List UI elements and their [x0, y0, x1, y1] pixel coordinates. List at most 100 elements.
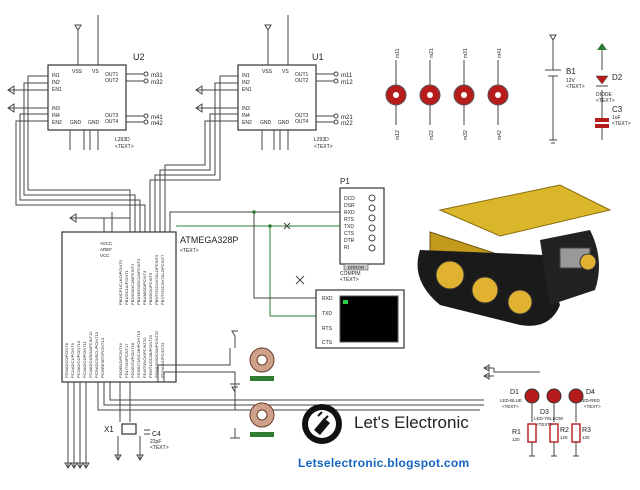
svg-text:PB3/MOSI/OC2A/PCINT3: PB3/MOSI/OC2A/PCINT3: [136, 258, 141, 305]
lower-motor-1: [230, 330, 275, 385]
svg-text:EN2: EN2: [242, 120, 252, 126]
svg-text:VCC: VCC: [100, 253, 110, 258]
u2-text: <TEXT>: [115, 144, 134, 150]
d2-text: <TEXT>: [596, 98, 615, 104]
u1-part: L293D: [314, 137, 329, 143]
svg-text:GND: GND: [278, 120, 290, 126]
svg-text:PB6/TOSC1/XTAL1/PCINT6: PB6/TOSC1/XTAL1/PCINT6: [154, 254, 159, 305]
mcu-text: <TEXT>: [180, 248, 199, 254]
b1-text: <TEXT>: [566, 84, 585, 90]
svg-text:120: 120: [560, 435, 568, 440]
svg-text:RXD: RXD: [344, 210, 355, 216]
d3-ref: D3: [540, 409, 549, 416]
svg-text:GND: GND: [70, 120, 82, 126]
svg-text:RTS: RTS: [344, 217, 355, 223]
svg-text:m11: m11: [395, 48, 401, 58]
svg-text:OUT3: OUT3: [105, 113, 119, 119]
svg-text:m21: m21: [341, 115, 353, 121]
svg-text:PC5/ADC5/SCL/PCINT13: PC5/ADC5/SCL/PCINT13: [94, 331, 99, 378]
svg-text:PB0/ICP1/CLKO/PCINT0: PB0/ICP1/CLKO/PCINT0: [118, 259, 123, 305]
b1-ref: B1: [566, 67, 576, 76]
u1-driver-ic: U1 L293D <TEXT> IN1 IN2 EN1 IN3 IN4 EN2 …: [237, 15, 353, 150]
svg-text:m32: m32: [463, 130, 469, 140]
r3-ref: R3: [582, 427, 591, 434]
x1-ref: X1: [104, 425, 114, 434]
svg-text:AVCC: AVCC: [100, 241, 113, 246]
motor-1: m11 m12: [385, 48, 407, 140]
d4-part: LED-RED: [580, 398, 601, 403]
svg-text:RI: RI: [344, 245, 349, 251]
d3-part: LED-YELLOW: [534, 416, 564, 421]
svg-text:RTS: RTS: [322, 326, 333, 332]
svg-text:m22: m22: [429, 130, 435, 140]
svg-text:OUT2: OUT2: [295, 78, 309, 84]
svg-text:AREF: AREF: [100, 247, 112, 252]
svg-text:m41: m41: [497, 48, 503, 58]
p1-compim-port: P1 COMPIM <TEXT> ERROR DCD DSR RXD RTS T…: [330, 177, 385, 283]
svg-text:m12: m12: [341, 80, 353, 86]
svg-text:VSS: VSS: [72, 69, 83, 75]
svg-text:PB4/MISO/PCINT4: PB4/MISO/PCINT4: [142, 270, 147, 305]
svg-text:<TEXT>: <TEXT>: [536, 422, 553, 427]
svg-text:TXD: TXD: [322, 311, 332, 317]
svg-text:m21: m21: [429, 48, 435, 58]
svg-text:120: 120: [582, 435, 590, 440]
svg-text:PD5/T1/OC0B/PCINT21: PD5/T1/OC0B/PCINT21: [148, 334, 153, 378]
motor-2: m21 m22: [419, 48, 441, 140]
u1-ref: U1: [312, 52, 324, 62]
lets-electronic-logo: [302, 404, 342, 444]
svg-text:DSR: DSR: [344, 203, 355, 209]
blog-url[interactable]: Letselectronic.blogspot.com: [298, 456, 470, 470]
svg-text:120: 120: [512, 437, 520, 442]
svg-text:DCD: DCD: [344, 196, 355, 202]
svg-text:m12: m12: [395, 130, 401, 140]
svg-text:IN3: IN3: [52, 106, 60, 112]
svg-text:m31: m31: [151, 73, 163, 79]
atmega328p-mcu: ATMEGA328P <TEXT> AVCC AREF VCC PB0/ICP1…: [61, 212, 484, 469]
svg-text:CTS: CTS: [344, 231, 355, 237]
c4-value: 22pF: [150, 439, 161, 445]
svg-text:<TEXT>: <TEXT>: [502, 404, 519, 409]
u2-part: L293D: [115, 137, 130, 143]
r1-ref: R1: [512, 429, 521, 436]
svg-text:PB1/OC1A/PCINT1: PB1/OC1A/PCINT1: [124, 269, 129, 305]
svg-text:PD1/TXD/PCINT17: PD1/TXD/PCINT17: [124, 343, 129, 378]
motor-3: m31 m32: [453, 48, 475, 140]
driver-input-wires: [7, 75, 238, 232]
c3-ref: C3: [612, 105, 623, 114]
svg-text:GND: GND: [88, 120, 100, 126]
u2-ref: U2: [133, 52, 145, 62]
svg-text:EN1: EN1: [242, 87, 252, 93]
d1-ref: D1: [510, 389, 519, 396]
d2-part: DIODE: [596, 92, 613, 98]
svg-text:m42: m42: [497, 130, 503, 140]
c3-value: 1uF: [612, 115, 621, 121]
d2-ref: D2: [612, 73, 623, 82]
svg-text:PC6/RESET/PCINT14: PC6/RESET/PCINT14: [100, 337, 105, 378]
svg-text:PD4/T0/XCK/PCINT20: PD4/T0/XCK/PCINT20: [142, 337, 147, 378]
p1-ref: P1: [340, 177, 350, 186]
svg-text:PD0/RXD/PCINT16: PD0/RXD/PCINT16: [118, 342, 123, 378]
r2-ref: R2: [560, 427, 569, 434]
svg-text:IN3: IN3: [242, 106, 250, 112]
virtual-terminal: RXD TXD RTS CTS: [315, 289, 405, 349]
svg-text:PD2/INT0/PCINT18: PD2/INT0/PCINT18: [130, 342, 135, 378]
d1-part: LED-BLUE: [500, 398, 522, 403]
motor-array: m11 m12 m21 m22 m31 m32 m41 m42: [385, 48, 509, 140]
motor-4: m41 m42: [487, 48, 509, 140]
c3-text: <TEXT>: [612, 121, 631, 127]
p1-error: ERROR: [348, 265, 365, 270]
svg-text:IN1: IN1: [52, 73, 60, 79]
svg-text:IN4: IN4: [242, 113, 250, 119]
svg-text:PC4/ADC4/SDA/PCINT12: PC4/ADC4/SDA/PCINT12: [88, 331, 93, 378]
svg-text:OUT4: OUT4: [295, 119, 309, 125]
svg-text:VS: VS: [92, 69, 99, 75]
svg-text:OUT3: OUT3: [295, 113, 309, 119]
p1-part: COMPIM: [340, 271, 361, 277]
svg-text:m41: m41: [151, 115, 163, 121]
u2-driver-ic: U2 L293D <TEXT> IN1 IN2 EN1 IN3 IN4 EN2 …: [47, 15, 163, 150]
lower-motor-2: [230, 386, 275, 439]
svg-text:OUT1: OUT1: [295, 72, 309, 78]
